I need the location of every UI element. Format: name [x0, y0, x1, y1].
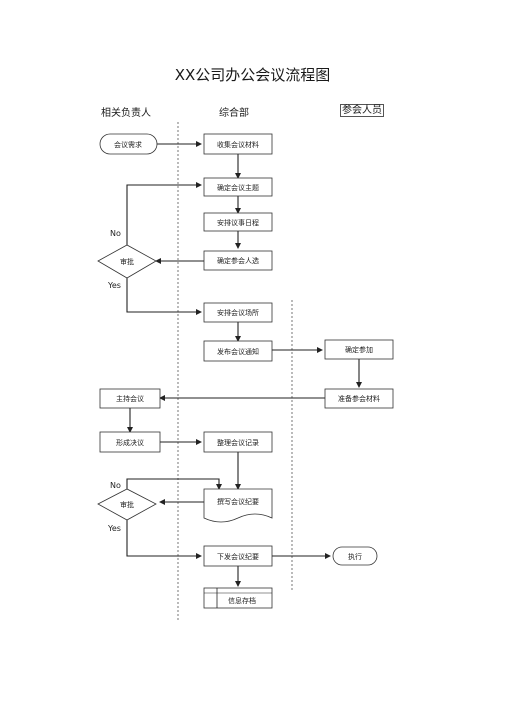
node-form-resolution: 形成决议 [99, 431, 161, 453]
node-organize-minutes: 整理会议记录 [203, 431, 273, 453]
node-write-summary: 撰写会议纪要 [203, 488, 273, 523]
node-distribute-summary: 下发会议纪要 [203, 545, 273, 567]
node-confirm-attendees: 确定参会人选 [203, 250, 273, 271]
node-label: 执行 [348, 552, 362, 561]
lane-header-left: 相关负责人 [101, 108, 151, 119]
node-label: 整理会议记录 [217, 438, 259, 447]
node-label: 确定会议主题 [217, 183, 259, 192]
node-send-notice: 发布会议通知 [203, 340, 273, 362]
edge-label-no-2: No [110, 481, 121, 490]
node-label: 主持会议 [116, 394, 144, 403]
node-label: 信息存档 [228, 596, 256, 605]
edges [126, 141, 362, 587]
node-confirm-attend: 确定参加 [324, 339, 394, 360]
node-label: 安排会议场所 [217, 308, 259, 317]
decision-review-2: 审批 [97, 488, 157, 521]
lane-header-middle: 综合部 [219, 108, 249, 119]
node-prepare-materials: 准备参会材料 [324, 388, 394, 409]
edge-label-no-1: No [110, 229, 121, 238]
node-execute: 执行 [332, 546, 378, 566]
node-label: 收集会议材料 [217, 140, 259, 149]
node-label: 会议需求 [114, 140, 142, 149]
node-label: 发布会议通知 [217, 347, 259, 356]
node-label: 审批 [120, 500, 134, 509]
node-label: 确定参会人选 [217, 256, 259, 265]
node-host-meeting: 主持会议 [99, 388, 161, 409]
node-label: 下发会议纪要 [217, 552, 259, 561]
node-label: 确定参加 [345, 345, 373, 354]
node-label: 形成决议 [116, 438, 144, 447]
node-label: 准备参会材料 [338, 394, 380, 403]
edge-label-yes-2: Yes [107, 524, 121, 533]
node-confirm-topic: 确定会议主题 [203, 177, 273, 197]
decision-review-1: 审批 [97, 244, 157, 279]
node-arrange-agenda: 安排议事日程 [203, 212, 273, 232]
node-label: 审批 [120, 257, 134, 266]
node-archive: 信息存档 [203, 587, 273, 609]
node-meeting-request: 会议需求 [99, 133, 158, 155]
page-title: XX公司办公会议流程图 [174, 66, 331, 84]
node-arrange-venue: 安排会议场所 [203, 302, 273, 323]
lane-header-right: 参会人员 [340, 104, 384, 117]
edge-label-yes-1: Yes [107, 281, 121, 290]
node-label: 安排议事日程 [217, 218, 259, 227]
node-label: 撰写会议纪要 [217, 497, 259, 506]
node-collect-materials: 收集会议材料 [203, 133, 273, 155]
